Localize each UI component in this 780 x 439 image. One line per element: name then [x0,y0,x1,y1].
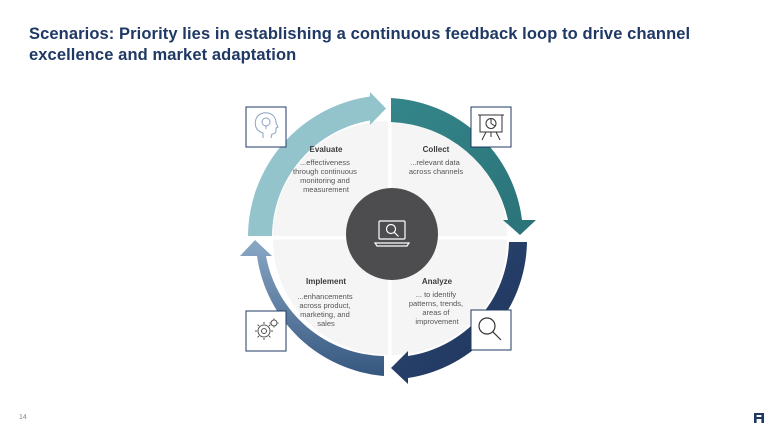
implement-title: Implement [306,277,346,286]
analyze-description: ... to identify patterns, trends, areas … [409,290,465,326]
collect-icon-box [470,106,512,148]
page-number: 14 [19,414,27,421]
collect-arrow [391,98,536,235]
evaluate-description: ...effectiveness through continuous moni… [293,158,359,194]
implement-arrow [240,240,384,376]
gears-icon [255,318,279,340]
presentation-board-icon [478,114,504,141]
analyze-title: Analyze [422,277,453,286]
laptop-search-icon [373,220,411,247]
evaluate-title: Evaluate [310,145,343,154]
magnifier-icon [478,317,502,341]
implement-description: ...enhancements across product, marketin… [297,292,355,328]
collect-description: ...relevant data across channels [409,158,463,176]
implement-icon-box [245,310,287,352]
head-lightbulb-icon [254,112,279,139]
evaluate-arrow [248,92,386,236]
evaluate-icon-box [245,106,287,148]
analyze-icon-box [470,309,512,351]
brand-logo-icon [754,413,764,423]
collect-title: Collect [423,145,450,154]
slide-title: Scenarios: Priority lies in establishing… [29,25,691,64]
